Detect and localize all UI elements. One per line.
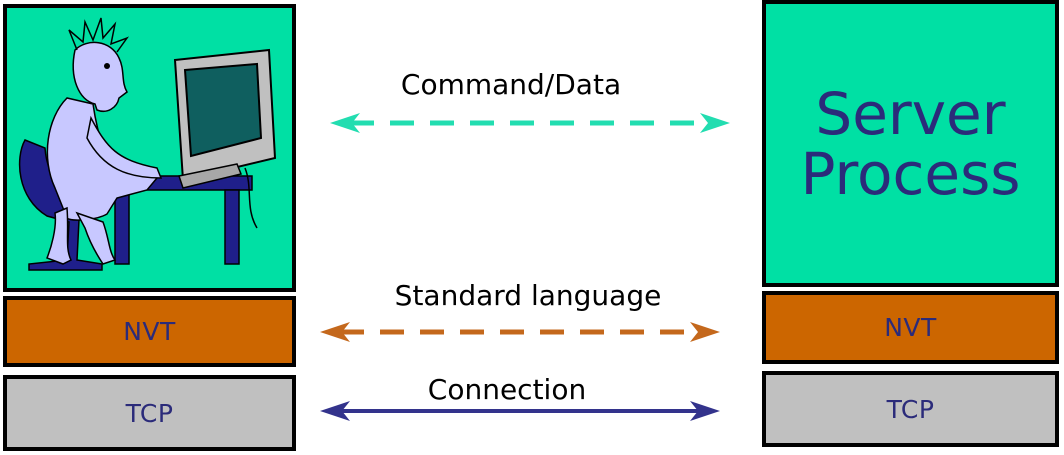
server-process-title: Server Process	[800, 84, 1020, 204]
standard-language-label: Standard language	[394, 279, 662, 312]
server-process-box: Server Process	[762, 0, 1059, 287]
standard-language-arrow	[320, 322, 720, 342]
connection-arrow	[320, 401, 720, 421]
client-nvt-label: NVT	[123, 317, 176, 346]
server-nvt-layer: NVT	[762, 291, 1059, 364]
client-process-box	[3, 4, 296, 292]
server-title-line1: Server	[815, 79, 1006, 148]
client-tcp-layer: TCP	[3, 375, 296, 451]
server-tcp-layer: TCP	[762, 371, 1059, 447]
server-title-line2: Process	[800, 139, 1021, 208]
client-nvt-layer: NVT	[3, 296, 296, 367]
server-nvt-label: NVT	[884, 313, 937, 342]
server-tcp-label: TCP	[886, 394, 935, 424]
connection-label: Connection	[427, 373, 587, 406]
client-tcp-label: TCP	[125, 398, 174, 428]
command-data-label: Command/Data	[400, 68, 622, 101]
person-at-computer-icon	[18, 17, 277, 271]
command-data-arrow	[330, 113, 730, 133]
